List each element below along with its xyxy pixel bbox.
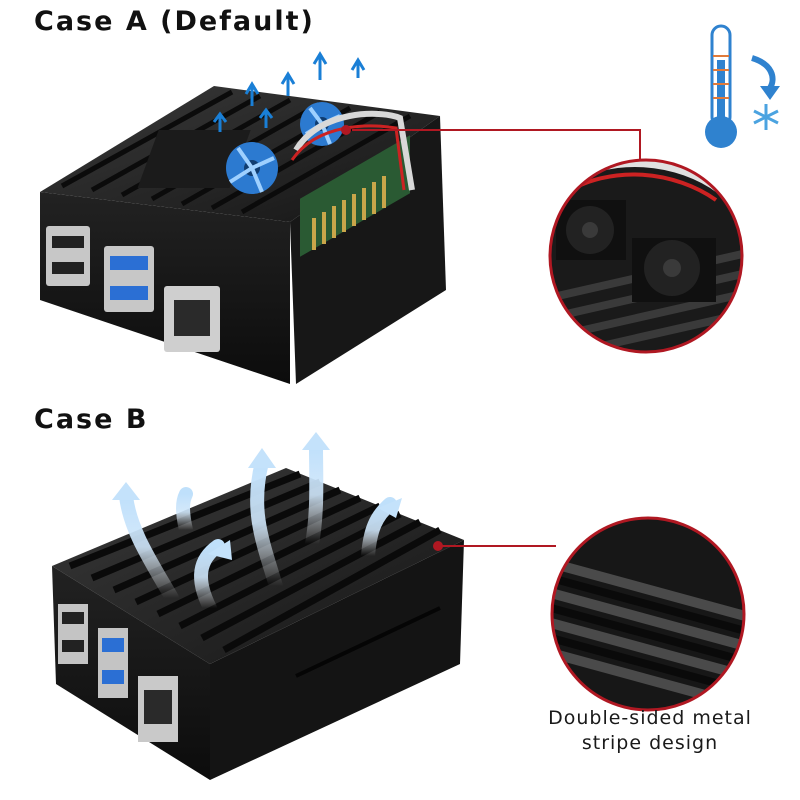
case-a-callout-line: [341, 125, 641, 164]
snowflake-icon: [753, 104, 779, 130]
ethernet-port: [164, 286, 220, 352]
case-a-enclosure: [40, 51, 446, 384]
case-b-title: Case B: [34, 404, 149, 435]
usb-ports: [46, 226, 154, 312]
caption-line-1: Double-sided metal: [548, 707, 752, 729]
caption-line-2: stripe design: [581, 732, 719, 754]
case-b-caption: Double-sided metal stripe design: [530, 706, 770, 756]
ethernet-port: [138, 676, 178, 742]
case-b-callout-line: [433, 541, 556, 551]
thermometer-icon: [705, 24, 737, 148]
airflow-arrows: [212, 51, 366, 132]
case-b-enclosure: [52, 432, 464, 780]
case-a-title: Case A (Default): [34, 6, 315, 37]
usb-ports: [58, 604, 128, 698]
case-a-fan-closeup: [548, 158, 744, 354]
cooling-arrow-icon: [750, 55, 780, 100]
case-b-stripe-closeup: [550, 516, 746, 712]
